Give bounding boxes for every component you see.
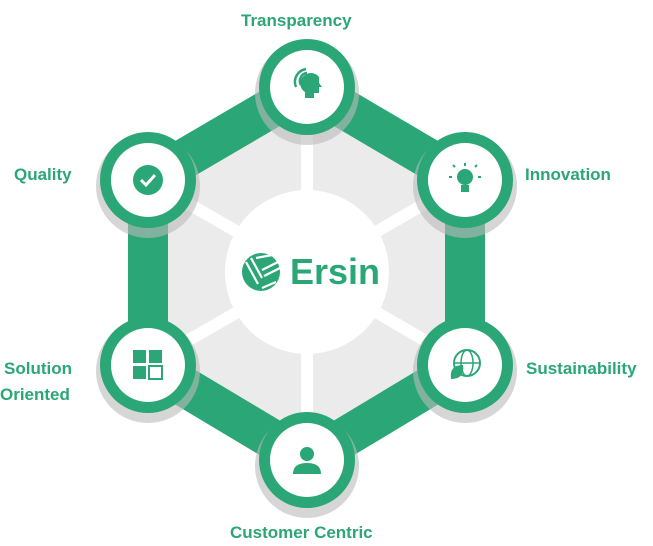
- ersin-logo-mark: [242, 253, 281, 291]
- value-node-5: [96, 132, 200, 238]
- label-oriented: Oriented: [0, 385, 70, 404]
- value-node-0: [255, 39, 359, 145]
- value-node-3: [255, 412, 359, 518]
- value-node-2: [413, 317, 517, 423]
- label-sustainability: Sustainability: [526, 359, 637, 378]
- person-icon: [293, 447, 321, 474]
- label-customer-centric: Customer Centric: [230, 523, 373, 542]
- value-node-1: [413, 132, 517, 238]
- label-transparency: Transparency: [241, 11, 352, 30]
- globe-leaf-icon: [450, 349, 481, 379]
- puzzle-icon: [133, 350, 163, 380]
- lightbulb-icon: [449, 163, 481, 192]
- check-badge-icon: [133, 165, 163, 195]
- label-solution: Solution: [4, 359, 72, 378]
- label-quality: Quality: [14, 165, 72, 184]
- listening-head-icon: [293, 67, 322, 98]
- brand-name: Ersin: [290, 251, 381, 292]
- label-innovation: Innovation: [525, 165, 611, 184]
- center-circle: [225, 190, 389, 354]
- value-node-4: [96, 317, 200, 423]
